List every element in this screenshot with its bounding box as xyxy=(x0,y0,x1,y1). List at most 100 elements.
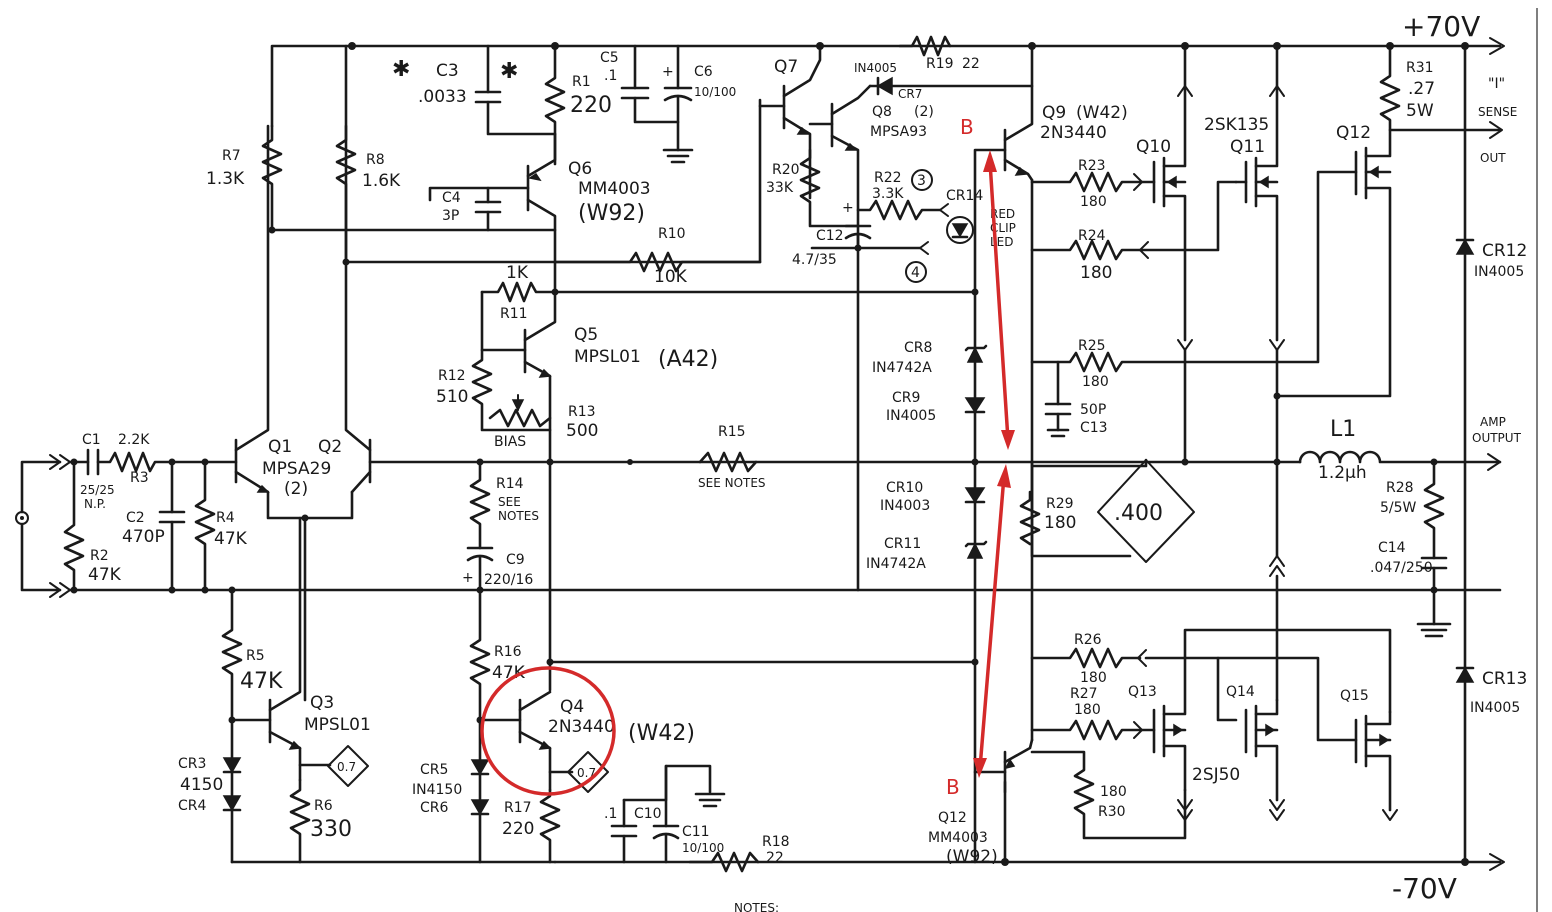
r20-resistor xyxy=(799,148,860,228)
r10-label: R10 xyxy=(658,226,686,242)
q6-transistor xyxy=(428,132,557,292)
cr9-type: IN4005 xyxy=(886,408,936,424)
r10-value: 10K xyxy=(654,267,688,287)
r26-resistor xyxy=(1030,647,1142,669)
c1-np: N.P. xyxy=(84,497,106,511)
q4-label: Q4 xyxy=(560,697,584,717)
cr10-diode xyxy=(964,487,986,504)
r15-notes: SEE NOTES xyxy=(698,476,766,490)
cr5-diode xyxy=(470,759,490,776)
r15-label: R15 xyxy=(718,424,746,440)
i-sense-label-3: OUT xyxy=(1480,151,1506,165)
node4-label: 4 xyxy=(911,265,920,281)
cr4-diode xyxy=(222,795,242,812)
q3-label: Q3 xyxy=(310,693,334,713)
cr14-red: RED xyxy=(990,207,1015,221)
q12-mosfet xyxy=(1183,128,1392,398)
cr12-type: IN4005 xyxy=(1474,264,1524,280)
r25-resistor xyxy=(1030,351,1187,373)
c14-label: C14 xyxy=(1378,540,1406,556)
c9-value: 220/16 xyxy=(484,572,533,588)
q13-drain-arrow-2 xyxy=(1177,809,1193,821)
r28-resistor xyxy=(1423,460,1445,560)
r12-label: R12 xyxy=(438,368,466,384)
q1q2-type: MPSA29 xyxy=(262,459,331,479)
q1-label: Q1 xyxy=(268,437,292,457)
cr6-label: CR6 xyxy=(420,800,449,816)
cr10-type: IN4003 xyxy=(880,498,930,514)
positive-rail-label: +70V xyxy=(1402,10,1480,43)
r25-label: R25 xyxy=(1078,338,1106,354)
q12b-transistor xyxy=(973,738,1034,864)
q14-drain-arrow xyxy=(1269,799,1285,811)
c12-value: 4.7/35 xyxy=(792,252,837,268)
r2-resistor xyxy=(63,460,85,592)
c11-value: 10/100 xyxy=(682,841,724,855)
q8-count: (2) xyxy=(914,104,934,120)
r28-label: R28 xyxy=(1386,480,1414,496)
c11b-capacitor xyxy=(610,798,638,864)
r13-pot xyxy=(488,408,552,428)
r11-value: 1K xyxy=(506,263,529,283)
c12-label: C12 xyxy=(816,228,844,244)
r18-resistor xyxy=(688,851,760,873)
c5-capacitor xyxy=(620,44,680,124)
q5-transistor xyxy=(480,290,557,464)
amp-output-label-1: AMP xyxy=(1480,415,1506,429)
cr14-led xyxy=(946,216,974,244)
c10-label: C10 xyxy=(634,806,662,822)
cr5-value: IN4150 xyxy=(412,782,462,798)
c11-ground xyxy=(694,792,726,808)
r20-value: 33K xyxy=(766,180,794,196)
q9-label: Q9 xyxy=(1042,103,1066,123)
c5-label: C5 xyxy=(600,50,619,66)
cr3-value: 4150 xyxy=(180,775,223,795)
q12b-label: Q12 xyxy=(938,810,967,826)
r1-resistor xyxy=(544,44,566,166)
c9-capacitor xyxy=(466,546,494,592)
r19-label: R19 xyxy=(926,56,954,72)
r11-label: R11 xyxy=(500,306,528,322)
q12-label: Q12 xyxy=(1336,123,1371,143)
r22-label: R22 xyxy=(874,170,902,186)
r3-value: 2.2K xyxy=(118,432,150,448)
cr7-type: IN4005 xyxy=(854,61,897,75)
cr11-type: IN4742A xyxy=(866,556,926,572)
r31-resistor xyxy=(1379,44,1502,132)
r14-notes: NOTES xyxy=(498,509,539,523)
cr4-label: CR4 xyxy=(178,798,207,814)
q5-label: Q5 xyxy=(574,325,598,345)
r1-label: R1 xyxy=(572,74,591,90)
r26-gate-wire xyxy=(1144,656,1238,722)
c6-plus: + xyxy=(662,64,674,80)
q6-type: MM4003 xyxy=(578,179,651,199)
cr3-diode xyxy=(222,757,242,774)
q2-transistor xyxy=(344,124,1034,494)
r12-resistor xyxy=(471,290,552,432)
r22-resistor xyxy=(856,199,942,221)
r19-value: 22 xyxy=(962,56,980,72)
r30-value: 180 xyxy=(1100,784,1127,800)
r22-value: 3.3K xyxy=(872,186,904,202)
c2-label: C2 xyxy=(126,510,145,526)
r19-resistor xyxy=(898,35,952,57)
q10-label: Q10 xyxy=(1136,137,1171,157)
q5-type: MPSL01 xyxy=(574,347,641,367)
q11-label: Q11 xyxy=(1230,137,1265,157)
r16-label: R16 xyxy=(494,644,522,660)
red-arrow-bottom xyxy=(973,464,1011,778)
r17-label: R17 xyxy=(504,800,532,816)
q8-transistor xyxy=(808,84,872,250)
q12b-marking: (W92) xyxy=(946,847,998,867)
r8-resistor xyxy=(335,44,357,264)
q5-marking: (A42) xyxy=(658,347,718,372)
q9-marking: (W42) xyxy=(1076,103,1128,123)
c14-value: .047/250 xyxy=(1370,560,1433,576)
vbe-box-q4 xyxy=(567,751,609,793)
r29-resistor xyxy=(1019,490,1041,546)
r7-value: 1.3K xyxy=(206,169,245,189)
r15-resistor xyxy=(698,451,758,473)
cr13-type: IN4005 xyxy=(1470,700,1520,716)
r6-resistor xyxy=(289,778,311,864)
